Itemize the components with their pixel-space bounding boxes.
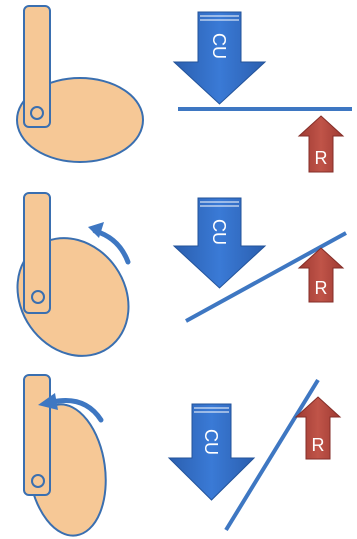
leg-bar xyxy=(23,192,51,314)
down-force-label: CU xyxy=(209,33,229,59)
ankle-joint xyxy=(31,474,45,488)
foot-figure-2 xyxy=(16,192,131,357)
ankle-joint xyxy=(31,290,45,304)
down-force-label: CU xyxy=(209,219,229,245)
leg-bar xyxy=(23,374,51,496)
up-force-arrow: R xyxy=(294,396,342,460)
foot-sole xyxy=(16,237,130,357)
up-force-arrow: R xyxy=(297,115,345,173)
down-force-arrow: CU xyxy=(167,403,256,501)
foot-figure-3 xyxy=(23,374,107,537)
panel-tilted: CU R xyxy=(16,192,347,357)
support-surface-line xyxy=(185,231,347,323)
up-force-label: R xyxy=(315,278,328,298)
panel-flat: CU R xyxy=(16,5,352,173)
up-force-arrow: R xyxy=(297,247,345,303)
foot-figure-1 xyxy=(16,5,144,163)
down-force-label: CU xyxy=(201,429,221,455)
up-force-label: R xyxy=(315,148,328,168)
support-surface-line xyxy=(224,378,320,532)
leg-bar xyxy=(23,5,51,128)
rotation-arrow-icon xyxy=(49,398,104,423)
down-force-arrow: CU xyxy=(172,11,267,105)
ankle-joint xyxy=(30,106,44,120)
rotation-arrow-head-icon xyxy=(88,222,104,238)
up-force-label: R xyxy=(312,435,325,455)
rotation-arrow-head-icon xyxy=(38,393,58,410)
down-force-arrow: CU xyxy=(172,197,267,289)
panel-steep: CU R xyxy=(23,374,342,537)
